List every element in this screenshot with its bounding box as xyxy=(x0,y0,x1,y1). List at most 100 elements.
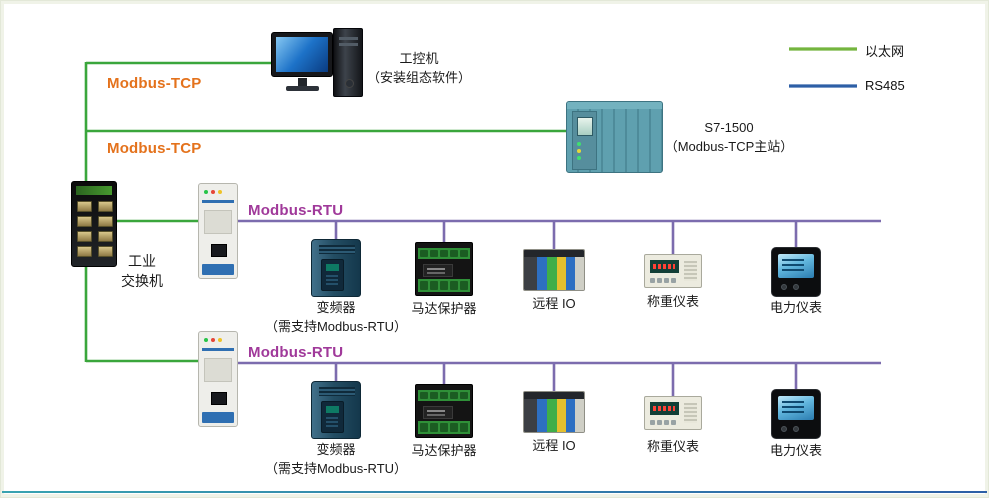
terminal-strip xyxy=(418,248,470,259)
button xyxy=(781,426,787,432)
terminal xyxy=(420,392,428,399)
pc-tower xyxy=(333,28,363,97)
device-face xyxy=(423,264,453,277)
device-label-power-bus1: 电力仪表 xyxy=(736,299,856,318)
meter-display xyxy=(650,260,679,273)
led-green xyxy=(204,338,208,342)
device-label-motor-bus2: 马达保护器 xyxy=(384,442,504,461)
terminal xyxy=(420,423,428,432)
key xyxy=(671,278,676,283)
inverter-label: 变频器 xyxy=(316,300,356,315)
button xyxy=(793,426,799,432)
remote-io-icon-bus2 xyxy=(523,391,585,433)
terminal xyxy=(450,281,458,290)
power-meter-label: 电力仪表 xyxy=(769,443,822,458)
ethernet-port xyxy=(98,201,113,212)
gateway-footer xyxy=(202,412,234,423)
ethernet-port xyxy=(77,216,92,227)
terminal xyxy=(460,250,468,257)
power-meter-icon-bus1 xyxy=(771,247,821,297)
weighing-meter-icon-bus2 xyxy=(644,396,702,430)
terminal xyxy=(460,281,468,290)
io-module xyxy=(575,392,584,432)
key xyxy=(650,278,655,283)
terminal xyxy=(440,423,448,432)
device-face xyxy=(423,406,453,419)
modbus-gateway-icon-2 xyxy=(198,331,238,427)
terminal xyxy=(460,392,468,399)
meter-vent xyxy=(684,403,697,423)
terminal xyxy=(420,250,428,257)
industrial-pc-icon xyxy=(269,25,369,105)
io-module xyxy=(557,392,566,432)
meter-buttons xyxy=(781,426,799,432)
inverter-label: 变频器 xyxy=(316,442,356,457)
meter-screen xyxy=(778,254,814,278)
io-module xyxy=(557,250,566,290)
power-meter-label: 电力仪表 xyxy=(769,300,822,315)
key xyxy=(657,420,662,425)
gateway-label-area xyxy=(204,358,232,382)
gateway-ethernet-port xyxy=(211,392,227,405)
terminal-strip xyxy=(418,421,470,434)
key xyxy=(664,420,669,425)
ethernet-port xyxy=(98,216,113,227)
monitor-base xyxy=(286,86,319,91)
ipc-name: 工控机 xyxy=(399,51,439,66)
legend-ethernet-label: 以太网 xyxy=(865,44,905,59)
button xyxy=(793,284,799,290)
plc-name: S7-1500 xyxy=(704,120,754,135)
monitor-stand xyxy=(298,78,307,86)
switch-top-band xyxy=(76,186,112,195)
key xyxy=(657,278,662,283)
terminal xyxy=(450,423,458,432)
device-label-inverter-bus2: 变频器 （需支持Modbus-RTU） xyxy=(256,441,416,479)
device-label-weighing-bus1: 称重仪表 xyxy=(613,293,733,312)
key xyxy=(650,420,655,425)
terminal-strip xyxy=(418,279,470,292)
meter-keys xyxy=(650,278,676,283)
ipc-label: 工控机 （安装组态软件） xyxy=(344,50,494,88)
led-yellow xyxy=(218,190,222,194)
motor-protector-label: 马达保护器 xyxy=(411,443,477,458)
gateway-ethernet-port xyxy=(211,244,227,257)
gateway-stripe xyxy=(202,200,234,203)
inverter-note: （需支持Modbus-RTU） xyxy=(264,318,408,334)
io-module xyxy=(537,250,547,290)
terminal-strip xyxy=(418,390,470,401)
bottom-divider xyxy=(2,491,987,493)
plc-label: S7-1500 （Modbus-TCP主站） xyxy=(649,119,809,157)
modbus-tcp-label-2: Modbus-TCP xyxy=(107,140,202,157)
led-red xyxy=(211,338,215,342)
ethernet-port xyxy=(98,231,113,242)
gateway-label-area xyxy=(204,210,232,234)
motor-protector-icon-bus2 xyxy=(415,384,473,438)
led-red xyxy=(211,190,215,194)
gateway-leds xyxy=(204,190,222,194)
switch-ports xyxy=(77,201,113,257)
device-label-motor-bus1: 马达保护器 xyxy=(384,300,504,319)
io-module xyxy=(566,392,575,432)
remote-io-icon-bus1 xyxy=(523,249,585,291)
switch-label: 工业 交换机 xyxy=(102,251,182,292)
remote-io-label: 远程 IO xyxy=(532,438,576,453)
device-label-remote-io-bus2: 远程 IO xyxy=(494,437,614,456)
terminal xyxy=(440,281,448,290)
modbus-tcp-label-1: Modbus-TCP xyxy=(107,75,202,92)
io-module xyxy=(547,250,557,290)
meter-buttons xyxy=(781,284,799,290)
motor-protector-icon-bus1 xyxy=(415,242,473,296)
terminal xyxy=(440,250,448,257)
device-label-inverter-bus1: 变频器 （需支持Modbus-RTU） xyxy=(256,299,416,337)
led-green xyxy=(204,190,208,194)
inverter-icon-bus2 xyxy=(311,381,361,439)
meter-keys xyxy=(650,420,676,425)
power-meter-icon-bus2 xyxy=(771,389,821,439)
terminal xyxy=(430,423,438,432)
remote-io-label: 远程 IO xyxy=(532,296,576,311)
io-module xyxy=(547,392,557,432)
ethernet-port xyxy=(98,246,113,257)
io-module xyxy=(537,392,547,432)
